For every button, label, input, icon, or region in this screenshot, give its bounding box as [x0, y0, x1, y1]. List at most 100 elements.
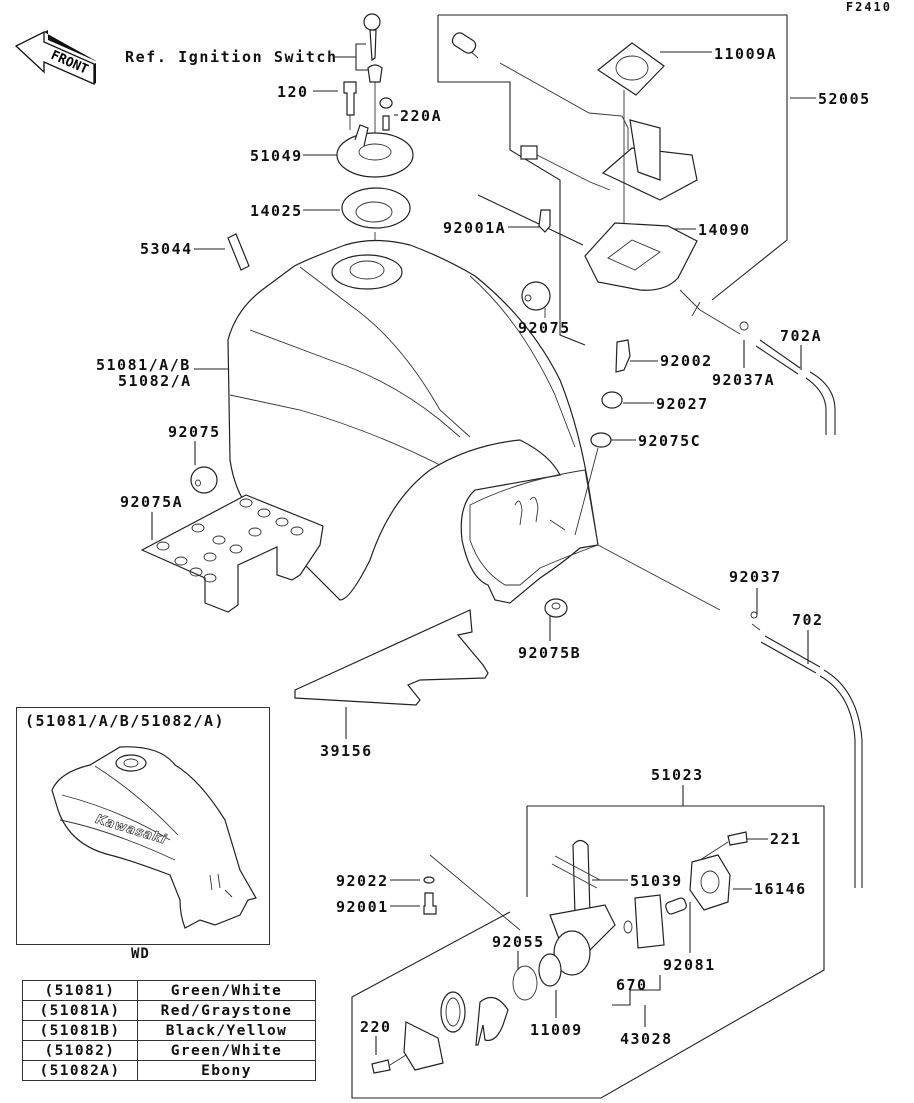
part-number: 53044	[140, 240, 193, 258]
callout-92075c: 92075C	[638, 433, 701, 449]
part-code-cell: (51081A)	[22, 1000, 138, 1021]
part-number: 702	[792, 611, 824, 629]
drain-hose-702-icon	[760, 635, 821, 674]
clamp-92037-icon	[750, 611, 761, 631]
part-number: 11009	[530, 1021, 583, 1039]
key-blade-icon	[369, 29, 377, 62]
gasket-11009a-icon	[596, 42, 665, 96]
inset-caption: WD	[131, 946, 150, 962]
hose-702a-icon	[755, 339, 836, 435]
callout-43028: 43028	[620, 1031, 673, 1047]
damper-92075-icon	[521, 281, 551, 311]
color-table: (51081)Green/White(51081A)Red/Graystone(…	[22, 980, 316, 1081]
callout-702a: 702A	[780, 328, 822, 344]
part-number: 92037	[729, 568, 782, 586]
part-number: 51049	[250, 147, 303, 165]
grommet-92075c-icon	[590, 432, 612, 448]
part-number: 51039	[630, 872, 683, 890]
callout-670: 670	[616, 977, 648, 993]
callout-51023: 51023	[651, 767, 704, 783]
callout-16146: 16146	[754, 881, 807, 897]
inset-title: (51081/A/B/51082/A)	[25, 712, 226, 730]
callout-92027: 92027	[656, 396, 709, 412]
callout-92075b: 92075B	[518, 645, 581, 661]
sensor-cover-14090-icon	[584, 222, 698, 291]
lever-51039-icon	[572, 839, 591, 916]
leader-line-43028	[612, 975, 661, 1027]
diaphragm-43028-icon	[634, 894, 665, 949]
part-number: 92027	[656, 395, 709, 413]
callout-702: 702	[792, 612, 824, 628]
inset-tank-icon	[51, 746, 257, 929]
color-name-cell: Ebony	[137, 1060, 316, 1081]
callout-11009a: 11009A	[714, 46, 777, 62]
part-number: 92075	[518, 319, 571, 337]
ref-ignition-switch-note: Ref. Ignition Switch	[125, 48, 338, 66]
damper-pad-92075a-icon	[140, 494, 324, 613]
callout-14090: 14090	[698, 222, 751, 238]
callout-51039: 51039	[630, 873, 683, 889]
part-number: 221	[770, 830, 802, 848]
callout-92037a: 92037A	[712, 372, 775, 388]
part-number: 92075A	[120, 493, 184, 511]
part-number: 220	[360, 1018, 392, 1036]
screw-220-icon	[371, 1059, 391, 1074]
color-table-row: (51082)Green/White	[22, 1040, 316, 1061]
gasket-11009-icon	[538, 953, 562, 987]
pipe-53044-icon	[227, 233, 250, 271]
part-code-cell: (51081)	[22, 980, 138, 1001]
diaphragm-cover-16146-icon	[689, 854, 731, 911]
color-name-cell: Green/White	[137, 1040, 316, 1061]
damper-92075-left-icon	[190, 466, 218, 494]
sensor-assembly-bracket	[437, 14, 788, 346]
fuel-cap-icon	[336, 132, 414, 178]
ignition-bracket	[335, 43, 370, 71]
fuel-cock-bracket	[351, 805, 825, 1099]
pad-39156-icon	[294, 609, 489, 706]
part-number: 92075B	[518, 644, 582, 662]
callout-92022: 92022	[336, 873, 389, 889]
part-number: 92022	[336, 872, 389, 890]
color-table-row: (51081B)Black/Yellow	[22, 1020, 316, 1041]
part-number: 92001A	[443, 219, 507, 237]
color-table-row: (51081A)Red/Graystone	[22, 1000, 316, 1021]
part-number-secondary: 51082/A	[118, 372, 192, 390]
callout-39156: 39156	[320, 743, 373, 759]
screw-220a-icon	[379, 97, 393, 131]
tank-rear-bracket	[469, 469, 599, 586]
callout-92001: 92001	[336, 899, 389, 915]
part-number: 92002	[660, 352, 713, 370]
washer-92022-icon	[423, 876, 435, 884]
valve-cup-icon	[475, 996, 509, 1046]
callout-92002: 92002	[660, 353, 713, 369]
screw-221-icon	[727, 831, 748, 846]
part-number: 92001	[336, 898, 389, 916]
front-arrow-icon: FRONT	[14, 30, 96, 85]
part-number: 11009A	[714, 45, 778, 63]
callout-221: 221	[770, 831, 802, 847]
part-number: 92055	[492, 933, 545, 951]
callout-120: 120	[277, 84, 309, 100]
callout-92081: 92081	[663, 957, 716, 973]
part-number: 14025	[250, 202, 303, 220]
clamp-92037a-icon	[739, 321, 749, 331]
part-code-cell: (51082)	[22, 1040, 138, 1061]
oring-670-icon	[623, 920, 633, 934]
lock-cylinder-icon	[367, 64, 383, 83]
oring-92055-icon	[512, 965, 538, 1001]
color-table-row: (51082A)Ebony	[22, 1060, 316, 1081]
part-number: 39156	[320, 742, 373, 760]
damper-92075b-icon	[544, 598, 568, 618]
color-name-cell: Black/Yellow	[137, 1020, 316, 1041]
float-arm	[499, 62, 629, 150]
color-name-cell: Green/White	[137, 980, 316, 1001]
color-table-row: (51081)Green/White	[22, 980, 316, 1001]
part-code-cell: (51082A)	[22, 1060, 138, 1081]
collar-92027-icon	[601, 391, 623, 409]
bolt-92001a-icon	[538, 209, 551, 233]
plate-icon	[403, 1021, 444, 1071]
part-number: 14090	[698, 221, 751, 239]
